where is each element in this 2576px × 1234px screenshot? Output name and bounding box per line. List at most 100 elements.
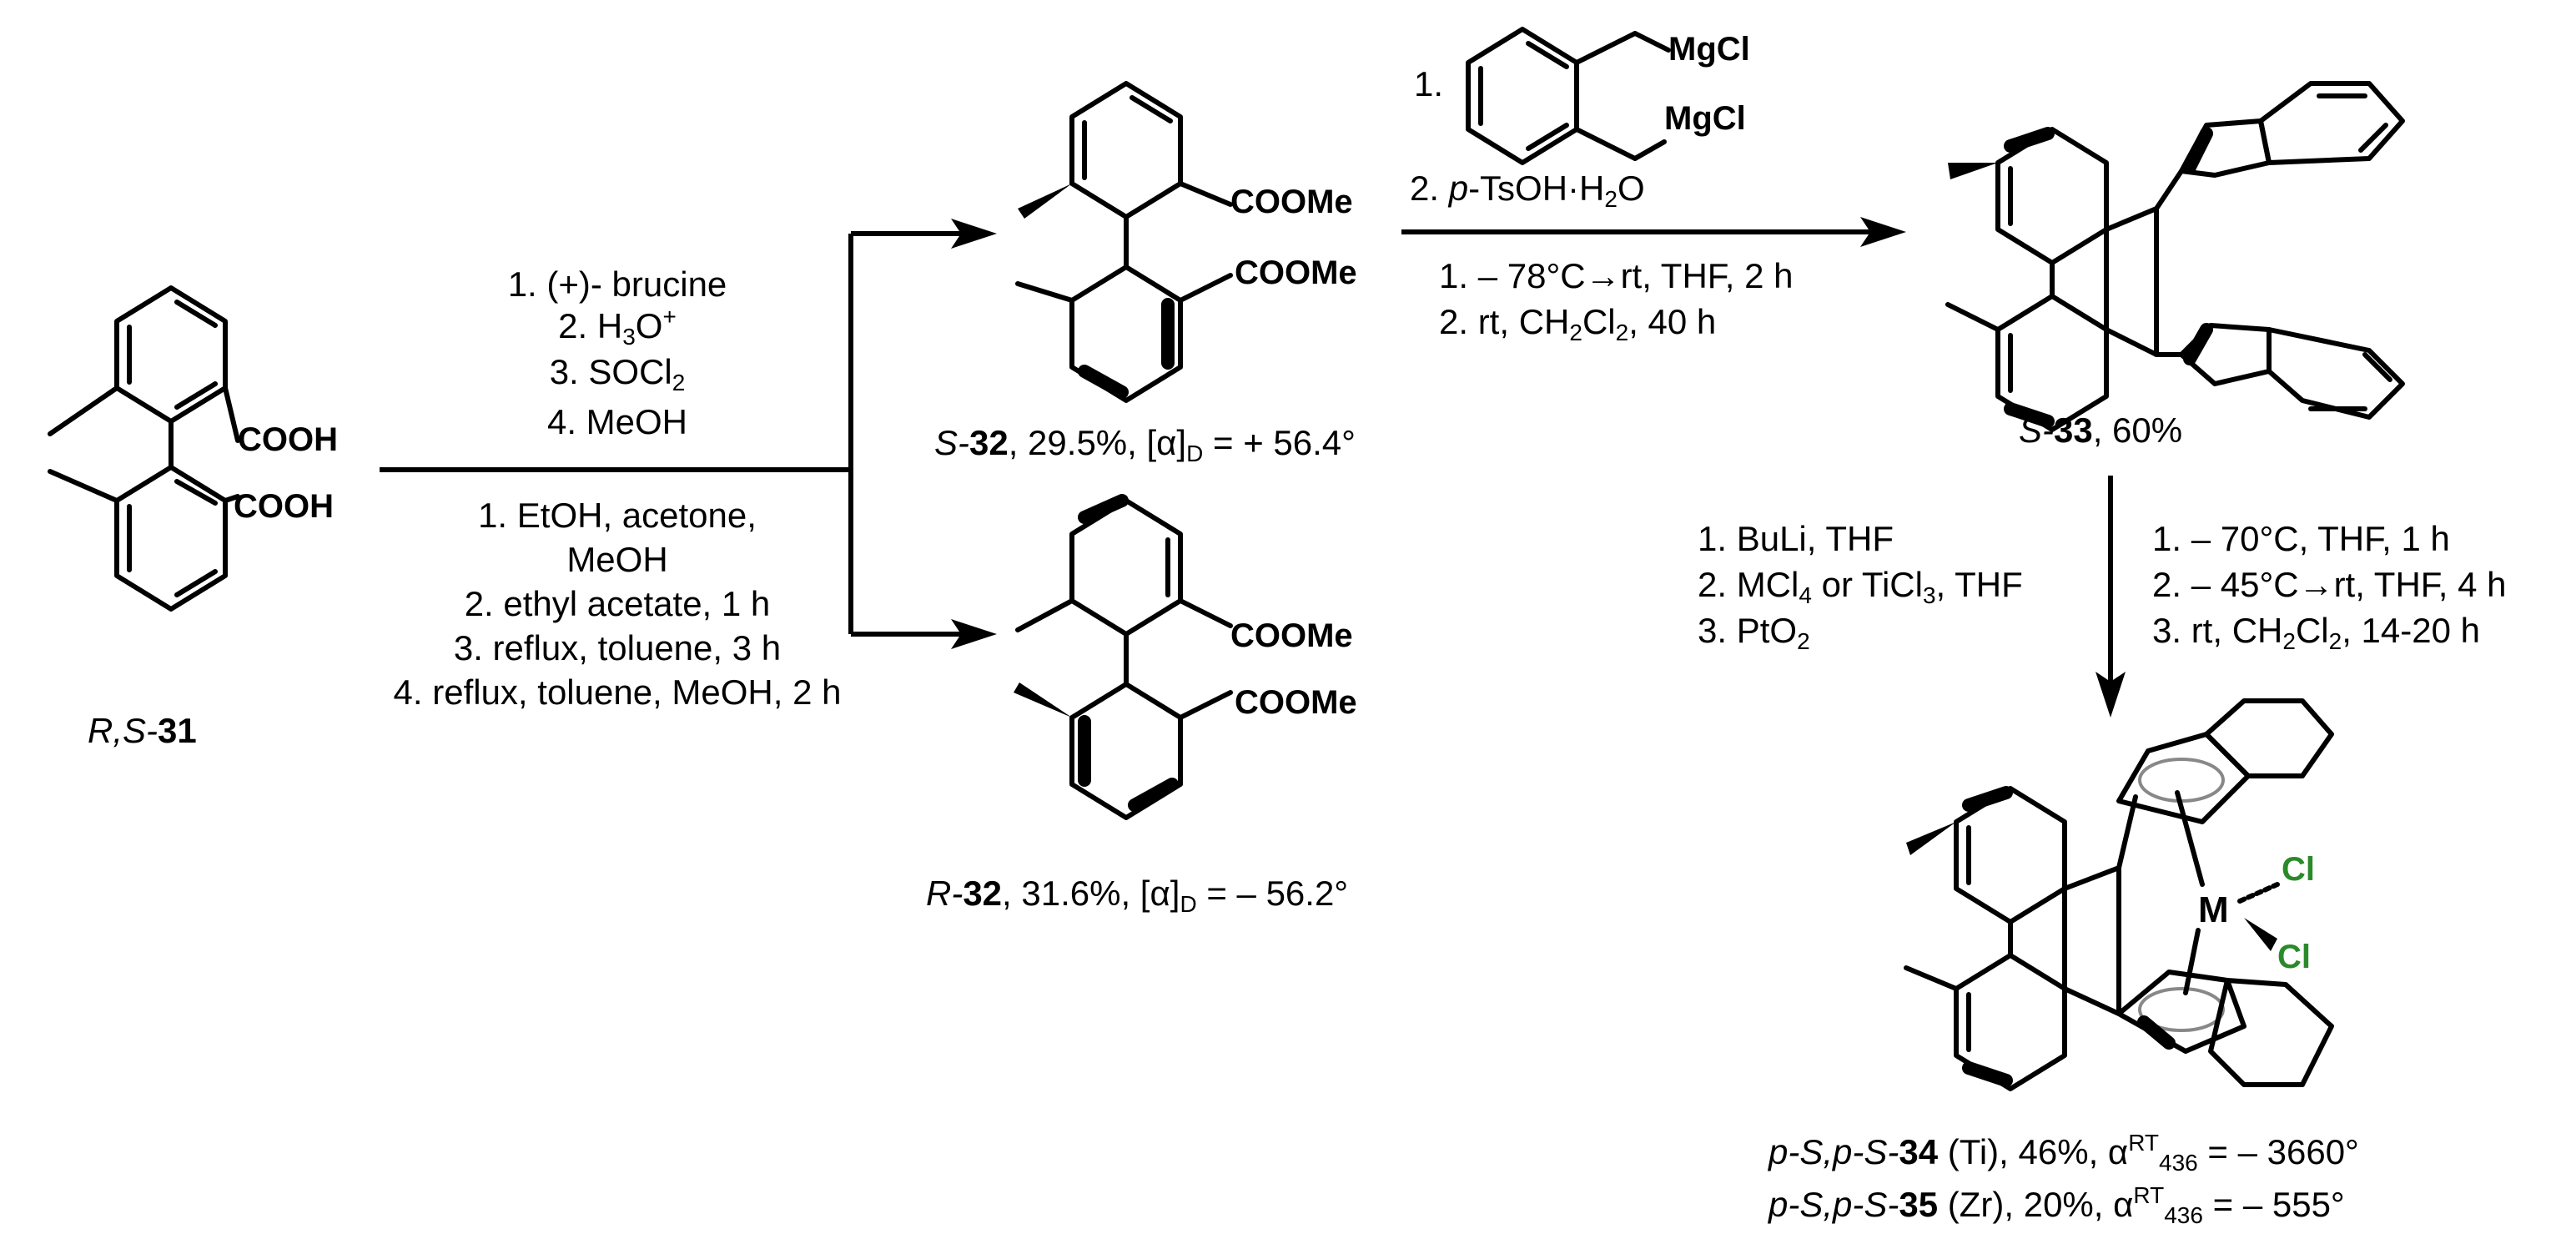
step1-cond-1: 1. EtOH, acetone, <box>478 496 757 535</box>
c31-group1: COOH <box>238 421 338 458</box>
step1-cond-5: 4. reflux, toluene, MeOH, 2 h <box>394 672 842 712</box>
grignard-mgcl-1: MgCl <box>1668 31 1750 68</box>
step1-reagent-4: 4. MeOH <box>547 402 687 441</box>
step3-cond3-a: 3. rt, CH <box>2152 611 2282 650</box>
step1-cond-4: 3. reflux, toluene, 3 h <box>454 628 781 667</box>
step2-cond-1: 1. – 78°C→rt, THF, 2 h <box>1439 256 1794 295</box>
step2-c2c: Cl <box>1582 302 1616 341</box>
compound-s32-structure: COOMe COOMe <box>1015 81 1357 403</box>
c35-rest: (Zr), 20%, α <box>1938 1185 2133 1224</box>
step3-b2: 4 <box>1799 582 1812 608</box>
compound-34-label: p-S,p-S-34 (Ti), 46%, αRT436 = – 3660° <box>1767 1130 2359 1176</box>
c35-num: 35 <box>1899 1185 1938 1224</box>
step3-conditions: 1. – 70°C, THF, 1 h 2. – 45°C→rt, THF, 4… <box>2152 519 2507 654</box>
step2-reagent-2: 2. p-TsOH·H2O <box>1410 169 1645 212</box>
step1-cond-2: MeOH <box>566 540 667 579</box>
step2-c2b: 2 <box>1569 320 1582 345</box>
c34-sub: 436 <box>2159 1150 2198 1176</box>
r32-rest: , 31.6%, [α] <box>1002 874 1180 913</box>
step3-reagent-3: 3. PtO2 <box>1698 611 1810 654</box>
s32-rest: , 29.5%, [α] <box>1009 423 1186 462</box>
compound-r32-label: R-32, 31.6%, [α]D = – 56.2° <box>926 874 1348 917</box>
step3-cond-1: 1. – 70°C, THF, 1 h <box>2152 519 2450 558</box>
step1-h3o-sup: + <box>662 304 676 330</box>
compound-35-label: p-S,p-S-35 (Zr), 20%, αRT436 = – 555° <box>1767 1182 2345 1228</box>
grignard-mgcl-2: MgCl <box>1664 100 1746 137</box>
step3-reagent-1: 1. BuLi, THF <box>1698 519 1894 558</box>
step2-cond-2: 2. rt, CH2Cl2, 40 h <box>1439 302 1716 345</box>
step2-reagent-1: 1. <box>1414 64 1443 103</box>
step2-c2d: 2 <box>1616 320 1629 345</box>
c31-num: 31 <box>158 711 197 750</box>
r32-prefix: R- <box>926 874 963 913</box>
step3-cond-2: 2. – 45°C→rt, THF, 4 h <box>2152 565 2507 604</box>
step2-arrow <box>1401 217 1906 247</box>
s32-num: 32 <box>969 423 1009 462</box>
c35-sub: 436 <box>2164 1202 2203 1228</box>
step3-reagent-2: 2. MCl4 or TiCl3, THF <box>1698 565 2023 608</box>
r32-num: 32 <box>963 874 1002 913</box>
step1-reagent-2: 2. H3O+ <box>558 304 677 350</box>
c35-val: = – 555° <box>2203 1185 2345 1224</box>
step3-b4: 3 <box>1923 582 1936 608</box>
grignard-reagent-structure: MgCl MgCl <box>1466 27 1750 165</box>
step1-conditions: 1. EtOH, acetone, MeOH 2. ethyl acetate,… <box>394 496 842 712</box>
s32-group1: COOMe <box>1230 184 1353 220</box>
step3-b5: , THF <box>1936 565 2023 604</box>
step2-r2b: p <box>1447 169 1468 208</box>
s32-prefix: S- <box>934 423 969 462</box>
step1-h3o-sub: 3 <box>622 324 636 350</box>
step3-b1: 2. MCl <box>1698 565 1799 604</box>
step1-h3o-tail: O <box>636 306 663 345</box>
s32-sub: D <box>1186 441 1203 466</box>
step3-cond3-b: 2 <box>2282 628 2296 654</box>
c34-val: = – 3660° <box>2198 1132 2359 1171</box>
step2-r2d: 2 <box>1604 186 1618 212</box>
chloride-1: Cl <box>2282 851 2315 888</box>
compound-s33-structure <box>1945 81 2405 432</box>
s33-rest: , 60% <box>2093 410 2182 450</box>
compound-34-35-structure: M Cl Cl <box>1904 698 2334 1091</box>
s32-group2: COOMe <box>1235 254 1357 291</box>
s33-prefix: S- <box>2019 410 2054 450</box>
c34-num: 34 <box>1899 1132 1938 1171</box>
step2-r2e: O <box>1618 169 1645 208</box>
step1-reagent-2-text: 2. H <box>558 306 622 345</box>
s33-num: 33 <box>2054 410 2093 450</box>
step3-cond3-e: , 14-20 h <box>2342 611 2480 650</box>
c34-prefix: p-S,p-S- <box>1767 1132 1899 1171</box>
r32-val: = – 56.2° <box>1197 874 1348 913</box>
step3-reagents: 1. BuLi, THF 2. MCl4 or TiCl3, THF 3. Pt… <box>1698 519 2023 654</box>
compound-31-label: R,S-31 <box>88 711 197 750</box>
metal-center: M <box>2198 889 2229 930</box>
r32-group2: COOMe <box>1235 684 1357 721</box>
step1-reagent-1: 1. (+)- brucine <box>508 264 727 304</box>
compound-s33-label: S-33, 60% <box>2019 410 2182 450</box>
step3-c2: 2 <box>1797 628 1810 654</box>
c31-group2: COOH <box>234 488 334 525</box>
step3-cond3-d: 2 <box>2329 628 2342 654</box>
c34-rest: (Ti), 46%, α <box>1938 1132 2128 1171</box>
s32-val: = + 56.4° <box>1203 423 1356 462</box>
step3-cond3-c: Cl <box>2296 611 2329 650</box>
step1-socl-sub: 2 <box>672 370 686 395</box>
r32-group1: COOMe <box>1230 617 1353 654</box>
step1-arrow <box>380 219 997 649</box>
r32-sub: D <box>1180 891 1196 917</box>
step3-arrow <box>2096 476 2126 718</box>
step2-r2a: 2. <box>1410 169 1449 208</box>
c31-prefix: R,S- <box>88 711 158 750</box>
step2-c2a: 2. rt, CH <box>1439 302 1569 341</box>
step3-cond-3: 3. rt, CH2Cl2, 14-20 h <box>2152 611 2480 654</box>
c35-prefix: p-S,p-S- <box>1767 1185 1899 1224</box>
compound-s32-label: S-32, 29.5%, [α]D = + 56.4° <box>934 423 1356 466</box>
c35-sup: RT <box>2133 1182 2164 1208</box>
step1-reagent-3-text: 3. SOCl <box>550 352 672 391</box>
step3-b3: or TiCl <box>1812 565 1923 604</box>
step2-r2c: -TsOH·H <box>1468 169 1604 208</box>
step3-c1: 3. PtO <box>1698 611 1797 650</box>
step1-reagents: 1. (+)- brucine 2. H3O+ 3. SOCl2 4. MeOH <box>508 264 727 441</box>
compound-r32-structure: COOMe COOMe <box>1014 494 1357 820</box>
step1-reagent-3: 3. SOCl2 <box>550 352 686 395</box>
